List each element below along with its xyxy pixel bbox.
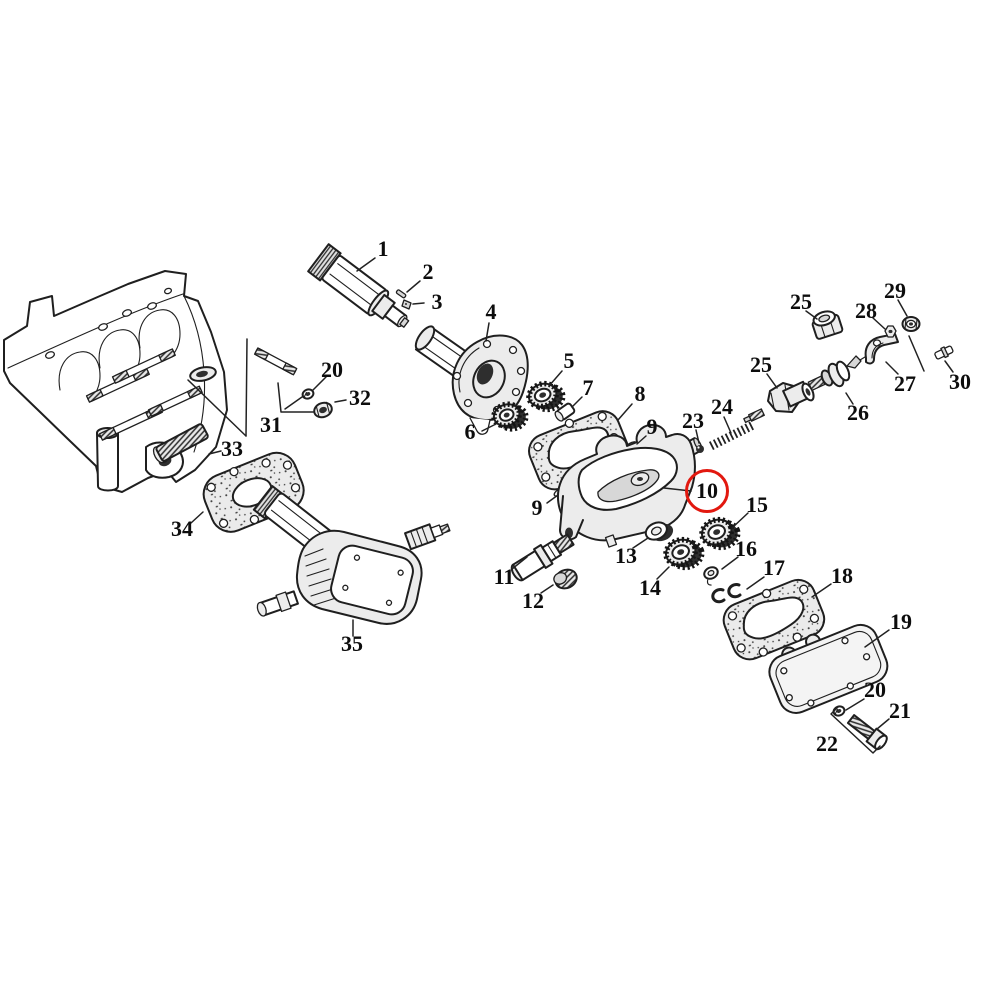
part-11-fitting-drawing — [510, 533, 575, 582]
part-label-7: 7 — [582, 375, 594, 400]
part-16-washer-drawing — [703, 566, 719, 586]
part-12-plug-drawing — [553, 568, 578, 590]
part-label-8: 8 — [634, 381, 646, 406]
part-label-15: 15 — [746, 492, 768, 517]
part-4-body-drawing — [414, 325, 529, 435]
part-29-nut-drawing — [901, 316, 921, 332]
part-2-pin-drawing — [395, 289, 407, 299]
part-label-31: 31 — [260, 412, 282, 437]
part-3-screw-drawing — [401, 299, 412, 310]
part-label-9: 9 — [531, 495, 543, 520]
part-26-valve-drawing — [807, 355, 866, 391]
part-label-1: 1 — [377, 236, 389, 261]
part-24-spring-drawing — [708, 420, 756, 451]
part-label-13: 13 — [615, 543, 637, 568]
part-15-gear-drawing — [699, 516, 741, 551]
part-label-33: 33 — [221, 436, 243, 461]
part-label-25: 25 — [750, 352, 772, 377]
part-label-14: 14 — [639, 575, 661, 600]
part-label-35: 35 — [341, 631, 363, 656]
part-23-ball-drawing — [696, 445, 704, 453]
part-label-20: 20 — [864, 677, 886, 702]
part-25-valve-seat-drawing — [743, 380, 815, 424]
part-label-6: 6 — [464, 419, 476, 444]
part-label-32: 32 — [349, 385, 371, 410]
part-label-12: 12 — [522, 588, 544, 613]
part-label-3: 3 — [431, 289, 443, 314]
part-19-cover-drawing — [768, 623, 889, 714]
part-label-16: 16 — [735, 536, 757, 561]
part-label-34: 34 — [171, 516, 193, 541]
part-label-18: 18 — [831, 563, 853, 588]
part-6-gear-drawing — [491, 401, 529, 432]
part-25-plug-top-drawing — [811, 310, 844, 340]
part-30-pin-drawing — [934, 345, 954, 360]
part-21-bolt-drawing — [846, 714, 888, 751]
part-label-21: 21 — [889, 698, 911, 723]
part-label-17: 17 — [763, 555, 785, 580]
part-label-28: 28 — [855, 298, 877, 323]
part-17-clips-drawing — [711, 583, 742, 604]
part-label-27: 27 — [894, 371, 916, 396]
part-5-gear-drawing — [526, 380, 566, 413]
part-label-4: 4 — [485, 299, 497, 324]
part-label-20: 20 — [321, 357, 343, 382]
part-label-30: 30 — [949, 369, 971, 394]
part-20-washer-bottom-drawing — [832, 705, 846, 717]
part-label-2: 2 — [422, 259, 434, 284]
part-18-gasket-drawing — [722, 578, 826, 661]
part-label-9: 9 — [646, 414, 658, 439]
part-35-pump-assembly-drawing — [252, 485, 451, 625]
part-20-washer-left-drawing — [301, 388, 315, 400]
part-label-19: 19 — [890, 609, 912, 634]
part-10-pump-body-drawing — [556, 423, 703, 548]
leader-lines — [187, 257, 954, 730]
part-label-10: 10 — [685, 469, 729, 513]
part-label-26: 26 — [847, 400, 869, 425]
part-31-stud-drawing — [253, 347, 298, 376]
part-label-25: 25 — [790, 289, 812, 314]
part-label-29: 29 — [884, 278, 906, 303]
part-1-shaft-drawing — [307, 243, 410, 328]
part-label-23: 23 — [682, 408, 704, 433]
part-28-nut-drawing — [884, 325, 897, 338]
part-14-gear-drawing — [663, 536, 705, 571]
part-13-washer-drawing — [644, 521, 674, 542]
part-label-22: 22 — [816, 731, 838, 756]
part-27-bracket-drawing — [864, 333, 925, 372]
part-label-11: 11 — [493, 564, 515, 589]
part-33-screen-drawing — [152, 423, 209, 464]
part-22-bracket-line — [830, 706, 881, 754]
part-32-nut-drawing — [313, 401, 333, 419]
case-studs-drawing — [85, 348, 203, 441]
part-label-5: 5 — [563, 348, 575, 373]
part-label-24: 24 — [711, 394, 733, 419]
